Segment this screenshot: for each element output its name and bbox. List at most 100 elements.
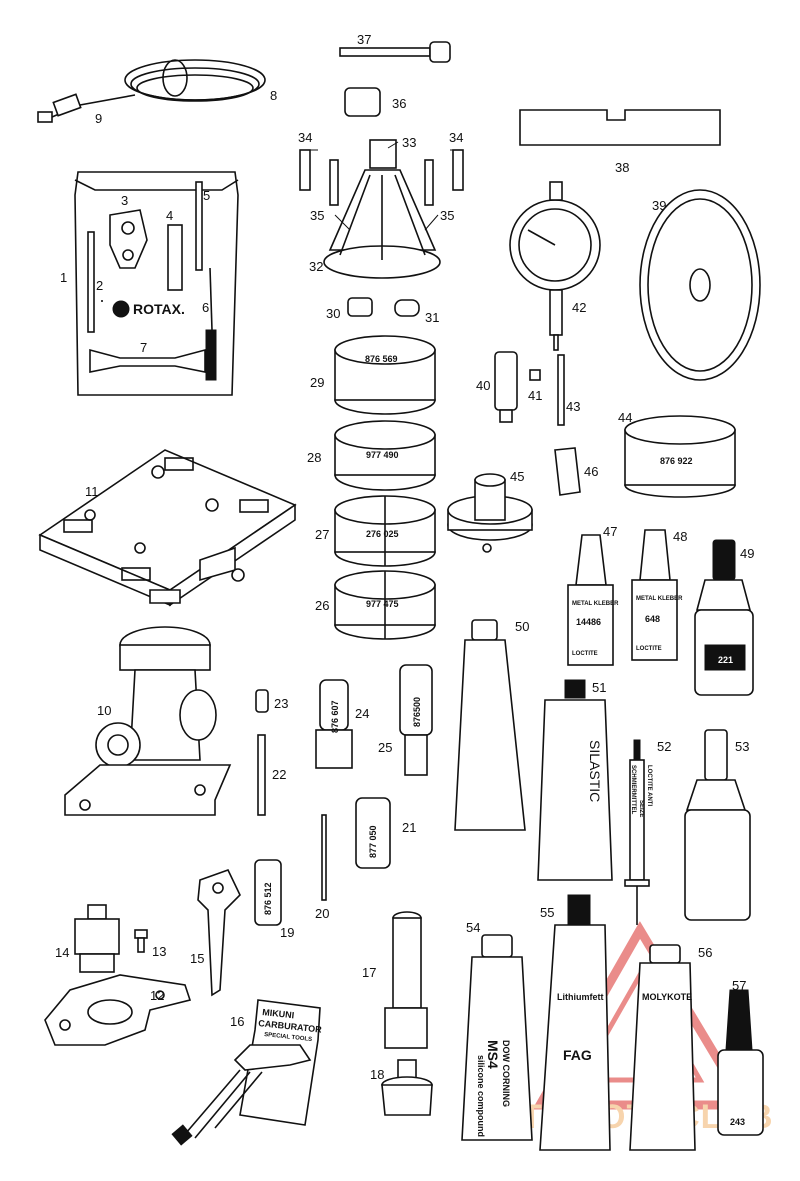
part-16-mikuni-tool-kit: MIKUNI CARBURATOR SPECIAL TOOLS	[171, 999, 323, 1146]
part-25-press-tool: 876500	[399, 664, 433, 776]
callout-48: 48	[673, 529, 687, 544]
leader-lines	[305, 141, 458, 231]
bottle-57-number: 243	[730, 1117, 745, 1127]
part-38-gauge-plate	[519, 109, 721, 146]
callout-49: 49	[740, 546, 754, 561]
part-52-anti-seize-syringe: LOCTITE ANTI SEIZE SCHMIERMITTEL	[624, 739, 652, 925]
callout-33: 33	[402, 135, 416, 150]
part-10-holder-stand	[64, 626, 232, 816]
part-39-grinding-disc	[639, 189, 761, 381]
callout-29: 29	[310, 375, 324, 390]
part-45-thrust-plate	[447, 473, 533, 553]
callout-20: 20	[315, 906, 329, 921]
part-11-base-plate	[38, 449, 297, 607]
part-48-loctite-bottle: METAL KLEBER 648 LOCTITE	[631, 529, 683, 661]
part-13-screw	[134, 929, 148, 953]
bottle-48-label: METAL KLEBER	[636, 596, 683, 602]
mikuni-label-1: MIKUNI	[262, 1007, 295, 1020]
part-8-cable-coil	[44, 59, 266, 121]
part-6-screwdriver	[205, 267, 217, 381]
part-23-bushing	[255, 689, 269, 713]
callout-19: 19	[280, 925, 294, 940]
callout-9: 9	[95, 111, 102, 126]
part-46-feeler	[554, 447, 581, 496]
part-36-nut	[344, 87, 381, 117]
ring-27-marking: 276 025	[366, 529, 399, 539]
callout-28: 28	[307, 450, 321, 465]
ring-26-marking: 977 475	[366, 599, 399, 609]
part-19-press-tool: 876 512	[254, 859, 282, 926]
callout-4: 4	[166, 208, 173, 223]
callout-5: 5	[203, 188, 210, 203]
part-27-split-ring: 276 025	[334, 495, 436, 567]
part-53-loctite-bottle	[684, 729, 751, 921]
part-24-press-tool: 876 607	[315, 679, 353, 769]
callout-34a: 34	[298, 130, 312, 145]
lithiumfett-label: Lithiumfett	[557, 992, 604, 1002]
part-43-probe-rod	[557, 354, 565, 426]
part-56-molykote-tube: MOLYKOTE	[629, 944, 696, 1151]
callout-2: 2	[96, 278, 103, 293]
callout-54: 54	[466, 920, 480, 935]
callout-15: 15	[190, 951, 204, 966]
callout-35a: 35	[310, 208, 324, 223]
callout-16: 16	[230, 1014, 244, 1029]
bottle-48-brand: LOCTITE	[636, 646, 662, 652]
callout-40: 40	[476, 378, 490, 393]
tool-24-marking: 876 607	[330, 700, 340, 733]
callout-52: 52	[657, 739, 671, 754]
callout-38: 38	[615, 160, 629, 175]
part-3-wrench-body	[109, 209, 148, 269]
callout-3: 3	[121, 193, 128, 208]
callout-21: 21	[402, 820, 416, 835]
part-14-knurled-screw	[74, 904, 120, 973]
callout-12: 12	[150, 988, 164, 1003]
callout-22: 22	[272, 767, 286, 782]
bottle-47-brand: LOCTITE	[572, 651, 598, 657]
part-20-pin	[321, 814, 327, 901]
bottle-47-number: 14486	[576, 617, 601, 627]
callout-39: 39	[652, 198, 666, 213]
callout-8: 8	[270, 88, 277, 103]
callout-10: 10	[97, 703, 111, 718]
silastic-label: SILASTIC	[587, 740, 603, 802]
part-41-screw	[529, 369, 541, 381]
bottle-49-number: 221	[718, 655, 733, 665]
ring-28-marking: 977 490	[366, 450, 399, 460]
callout-31: 31	[425, 310, 439, 325]
anti-seize-label-2: SEIZE	[638, 800, 644, 817]
tool-21-marking: 877 050	[368, 825, 378, 858]
part-51-silastic-tube: SILASTIC	[537, 679, 613, 881]
part-47-loctite-bottle: METAL KLEBER 14486 LOCTITE	[567, 534, 619, 666]
part-50-tube	[454, 619, 526, 831]
part-54-dow-corning-tube: DOW CORNING MS4 silicone compound	[461, 934, 533, 1141]
callout-6: 6	[202, 300, 209, 315]
part-49-loctite-bottle: 221	[694, 539, 754, 696]
callout-57: 57	[732, 978, 746, 993]
part-7-open-wrench	[89, 348, 206, 373]
callout-50: 50	[515, 619, 529, 634]
part-57-loctite-bottle: 243	[717, 989, 764, 1136]
callout-numbers: 1 2 3 4 5 6 7 8 9 10 11 12 13 14 15 16 1…	[55, 32, 754, 1082]
callout-13: 13	[152, 944, 166, 959]
fag-label: FAG	[563, 1047, 592, 1063]
part-17-punch	[384, 911, 428, 1049]
callout-51: 51	[592, 680, 606, 695]
ring-29-marking: 876 569	[365, 354, 398, 364]
rotax-logo-text: ROTAX.	[133, 301, 185, 317]
callout-23: 23	[274, 696, 288, 711]
callout-1: 1	[60, 270, 67, 285]
callout-26: 26	[315, 598, 329, 613]
part-29-ring: 876 569	[334, 335, 436, 415]
callout-25: 25	[378, 740, 392, 755]
callout-18: 18	[370, 1067, 384, 1082]
mikuni-label-3: SPECIAL TOOLS	[264, 1032, 312, 1043]
callout-14: 14	[55, 945, 69, 960]
bottle-48-number: 648	[645, 614, 660, 624]
part-21-press-tool: 877 050	[355, 797, 391, 869]
part-4-socket	[167, 224, 183, 291]
part-1-pin	[87, 231, 95, 333]
part-42-dial-indicator	[509, 181, 601, 351]
part-44-ring: 876 922	[624, 415, 736, 498]
